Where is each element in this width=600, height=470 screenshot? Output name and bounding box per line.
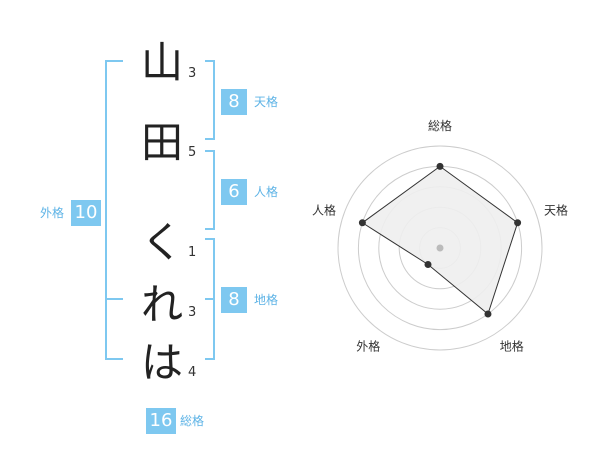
jinkaku-label: 人格 bbox=[254, 185, 279, 199]
radar-axis-label-1: 総格 bbox=[428, 118, 452, 133]
soukaku-label: 総格 bbox=[180, 414, 205, 428]
gaikaku-label: 外格 bbox=[40, 206, 65, 220]
name-char-5: は bbox=[140, 338, 183, 387]
radar-point-1 bbox=[436, 162, 444, 170]
stroke-count-1: 3 bbox=[188, 66, 197, 81]
radar-point-4 bbox=[424, 261, 432, 269]
radar-point-2 bbox=[514, 219, 522, 227]
radar-axis-label-4: 外格 bbox=[356, 339, 380, 354]
radar-ring-5 bbox=[337, 145, 543, 351]
radar-polygon bbox=[361, 165, 519, 315]
name-char-1: 山 bbox=[140, 38, 183, 87]
radar-axis-label-2: 天格 bbox=[544, 202, 568, 217]
radar-center-dot bbox=[436, 244, 444, 252]
radar-point-3 bbox=[484, 310, 492, 318]
name-char-2: 田 bbox=[140, 118, 183, 167]
radar-axis-label-3: 地格 bbox=[500, 339, 524, 354]
soukaku-value: 16 bbox=[146, 408, 176, 434]
name-char-3: く bbox=[140, 218, 183, 267]
stroke-count-2: 5 bbox=[188, 145, 197, 160]
name-char-4: れ bbox=[140, 280, 183, 329]
gaikaku-value: 10 bbox=[71, 200, 101, 226]
tenkaku-label: 天格 bbox=[254, 95, 279, 109]
chikaku-label: 地格 bbox=[254, 293, 279, 307]
stroke-count-4: 3 bbox=[188, 305, 197, 320]
chikaku-value: 8 bbox=[221, 287, 247, 313]
radar-axis-label-5: 人格 bbox=[312, 202, 336, 217]
radar-point-5 bbox=[358, 219, 366, 227]
jinkaku-value: 6 bbox=[221, 179, 247, 205]
tenkaku-value: 8 bbox=[221, 89, 247, 115]
stroke-count-5: 4 bbox=[188, 365, 197, 380]
stroke-count-3: 1 bbox=[188, 245, 197, 260]
